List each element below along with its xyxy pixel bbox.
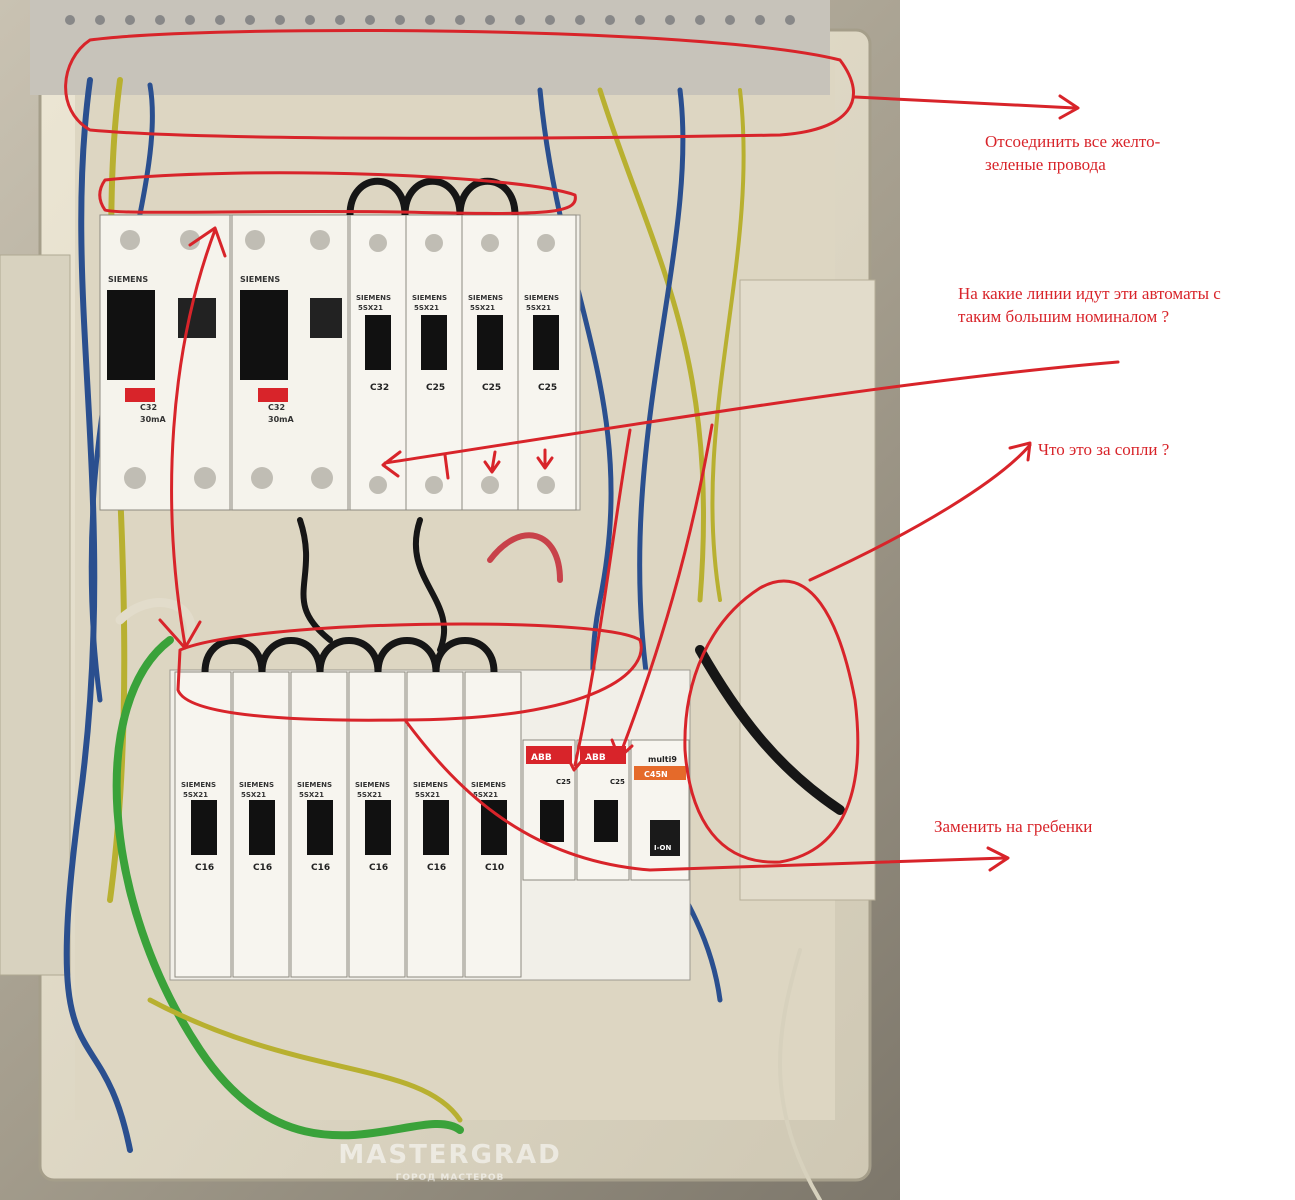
bottom-mcb-1-brand: SIEMENS (181, 781, 216, 789)
multi9-brand: multi9 (648, 755, 677, 764)
bottom-mcb-4-model: 5SX21 (357, 791, 382, 799)
top-mcb-2-brand: SIEMENS (412, 294, 447, 302)
electrical-panel-photo: SIEMENS SIEMENS C32 30mA C32 30mA SIEMEN… (0, 0, 900, 1200)
rcd-2-rating: C32 (268, 403, 285, 412)
top-breaker-row: SIEMENS SIEMENS C32 30mA C32 30mA SIEMEN… (99, 214, 581, 511)
top-mcb-4-rating: C25 (538, 383, 557, 393)
abb-1-rating: C25 (556, 778, 571, 786)
terminal-screws (65, 15, 795, 25)
bottom-mcb-5-model: 5SX21 (415, 791, 440, 799)
right-side-panel (739, 279, 876, 901)
bottom-mcb-5-brand: SIEMENS (413, 781, 448, 789)
abb-1-brand: ABB (531, 753, 552, 763)
top-mcb-1-brand: SIEMENS (356, 294, 391, 302)
top-mcb-3-rating: C25 (482, 383, 501, 393)
electrical-panel-illustration: SIEMENS SIEMENS C32 30mA C32 30mA SIEMEN… (0, 0, 876, 1200)
abb-2-brand: ABB (585, 753, 606, 763)
annotation-note-busbar-replacement: Заменить на гребенки (934, 817, 1093, 836)
top-mcb-2-rating: C25 (426, 383, 445, 393)
bottom-mcb-2-brand: SIEMENS (239, 781, 274, 789)
bottom-breaker-row: SIEMENS SIEMENS SIEMENS SIEMENS SIEMENS … (169, 669, 691, 981)
annotation-note-breaker-rating: На какие линии идут эти автоматы с таким… (958, 284, 1221, 326)
rcd-2-brand: SIEMENS (240, 275, 280, 284)
rcd-breaker-1 (99, 214, 231, 511)
top-mcb-3-model: 5SX21 (470, 304, 495, 312)
top-terminal-bar (30, 0, 830, 95)
top-mcb-group (349, 214, 577, 511)
rcd-breaker-2 (231, 214, 349, 511)
top-mcb-1-model: 5SX21 (358, 304, 383, 312)
top-mcb-1-rating: C32 (370, 383, 389, 393)
bottom-mcb-1-rating: C16 (195, 863, 214, 873)
bottom-mcb-6-rating: C10 (485, 863, 504, 873)
rcd-1-sensitivity: 30mA (140, 415, 166, 424)
bottom-mcb-6-brand: SIEMENS (471, 781, 506, 789)
bottom-mcb-5-rating: C16 (427, 863, 446, 873)
bottom-mcb-6-model: 5SX21 (473, 791, 498, 799)
top-mcb-4-brand: SIEMENS (524, 294, 559, 302)
multi9-model: C45N (644, 770, 668, 779)
bottom-mcb-3-rating: C16 (311, 863, 330, 873)
watermark-subtitle: ГОРОД МАСТЕРОВ (396, 1173, 505, 1183)
annotation-note-ground-wires: Отсоединить все желто-зеленые провода (985, 132, 1161, 174)
bottom-mcb-2-model: 5SX21 (241, 791, 266, 799)
watermark-title: MASTERGRAD (338, 1140, 561, 1170)
annotation-note-messy-wiring: Что это за сопли ? (1038, 440, 1170, 459)
rcd-1-brand: SIEMENS (108, 275, 148, 284)
left-door-hinge (0, 254, 71, 976)
multi9-state: I-ON (654, 844, 671, 852)
bottom-mcb-1-model: 5SX21 (183, 791, 208, 799)
rcd-1-rating: C32 (140, 403, 157, 412)
bottom-mcb-3-model: 5SX21 (299, 791, 324, 799)
rcd-2-sensitivity: 30mA (268, 415, 294, 424)
bottom-mcb-4-brand: SIEMENS (355, 781, 390, 789)
bottom-mcb-2-rating: C16 (253, 863, 272, 873)
bottom-mcb-4-rating: C16 (369, 863, 388, 873)
top-mcb-4-model: 5SX21 (526, 304, 551, 312)
abb-2-rating: C25 (610, 778, 625, 786)
bottom-mcb-3-brand: SIEMENS (297, 781, 332, 789)
top-mcb-2-model: 5SX21 (414, 304, 439, 312)
top-mcb-3-brand: SIEMENS (468, 294, 503, 302)
